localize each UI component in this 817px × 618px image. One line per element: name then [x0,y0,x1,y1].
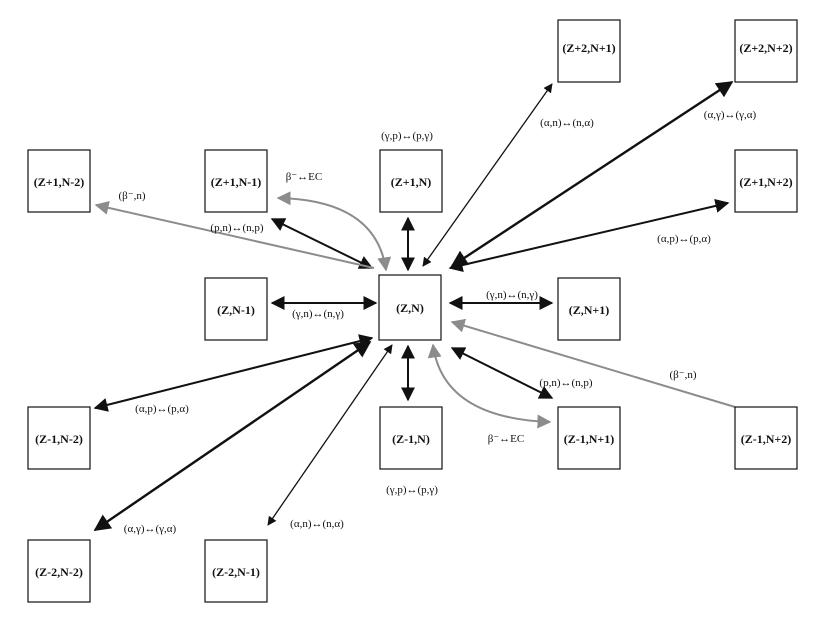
label-bn-left: (β⁻,n) [119,190,146,202]
arrow-bn-from-zm1np2 [450,318,736,408]
nuclide-zm1-np1: (Z-1,N+1) [557,406,621,470]
arrow-center-to-zp2np1 [422,83,553,267]
svg-text:(Z-1,N): (Z-1,N) [392,432,430,446]
svg-text:(Z+1,N-1): (Z+1,N-1) [211,175,262,189]
nuclide-zm1-n: (Z-1,N) [379,406,443,470]
nuclide-zp2-np1: (Z+2,N+1) [557,19,621,83]
label-ap-pa-top: (α,p)↔(p,α) [657,233,711,245]
label-gn-ng-left: (γ,n)↔(n,γ) [292,308,344,320]
arrow-bn-to-zp1nm2 [94,200,375,269]
label-gp-pg-bottom: (γ,p)↔(p,γ) [386,484,438,496]
nuclide-zp1-nm1: (Z+1,N-1) [204,149,268,213]
label-an-na-bottom: (α,n)↔(n,α) [290,518,344,530]
arrow-beta-ec-bottom [427,343,552,429]
nuclide-z-nm1: (Z,N-1) [204,277,268,341]
nuclide-zm1-nm2: (Z-1,N-2) [27,406,91,470]
nuclide-zm1-np2: (Z-1,N+2) [734,406,798,470]
arrow-center-to-zm2nm1 [267,344,393,526]
label-pn-np-top: (p,n)↔(n,p) [210,222,263,234]
label-gp-pg-top: (γ,p)↔(p,γ) [381,130,433,142]
svg-text:(Z+2,N+2): (Z+2,N+2) [739,41,792,55]
label-beta-ec-bottom: β⁻↔EC [488,433,524,445]
svg-text:(Z,N): (Z,N) [396,301,424,315]
label-bn-right: (β⁻,n) [670,369,697,381]
svg-text:(Z,N+1): (Z,N+1) [569,303,610,317]
nuclide-zm2-nm1: (Z-2,N-1) [204,539,268,603]
nuclide-zp1-nm2: (Z+1,N-2) [27,149,91,213]
label-ap-pa-bottom: (α,p)↔(p,α) [135,403,189,415]
svg-text:(Z-2,N-1): (Z-2,N-1) [212,565,260,579]
svg-text:(Z+2,N+1): (Z+2,N+1) [562,41,615,55]
nuclide-zp1-np2: (Z+1,N+2) [734,149,798,213]
svg-text:(Z-2,N-2): (Z-2,N-2) [35,565,83,579]
nuclide-zp2-np2: (Z+2,N+2) [734,19,798,83]
svg-text:(Z-1,N-2): (Z-1,N-2) [35,432,83,446]
svg-text:(Z-1,N+1): (Z-1,N+1) [564,432,615,446]
arrow-center-to-zp1nm1 [270,218,374,269]
arrow-center-to-zm1nm2 [93,334,374,412]
nuclide-center: (Z,N) [378,274,442,341]
arrow-beta-ec-top [276,191,392,272]
svg-text:(Z+1,N+2): (Z+1,N+2) [739,175,792,189]
svg-text:(Z+1,N): (Z+1,N) [391,175,432,189]
label-an-na-top: (α,n)↔(n,α) [540,117,594,129]
label-ag-ga-top: (α,γ)↔(γ,α) [704,109,757,121]
label-gn-ng-right: (γ,n)↔(n,γ) [486,289,538,301]
nuclide-z-np1: (Z,N+1) [557,277,621,341]
nuclide-zp1-n: (Z+1,N) [379,149,443,213]
svg-text:(Z-1,N+2): (Z-1,N+2) [741,432,792,446]
nuclide-zm2-nm2: (Z-2,N-2) [27,539,91,603]
svg-text:(Z+1,N-2): (Z+1,N-2) [34,175,85,189]
label-pn-np-bottom: (p,n)↔(n,p) [539,377,592,389]
svg-text:(Z,N-1): (Z,N-1) [217,303,255,317]
label-ag-ga-bottom: (α,γ)↔(γ,α) [124,523,177,535]
label-beta-ec-top: β⁻↔EC [286,171,322,183]
arrow-center-to-zm1np1 [450,347,554,399]
